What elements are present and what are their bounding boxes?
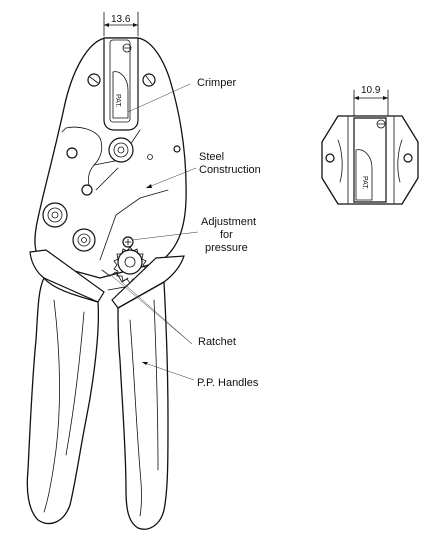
pivot-bolt-lower xyxy=(72,228,96,252)
left-handle xyxy=(26,277,100,525)
rivet-mid xyxy=(81,184,93,196)
right-handle xyxy=(117,281,169,530)
label-adjust-line2: for xyxy=(220,229,233,241)
crimping-tool: PAT. xyxy=(26,37,187,530)
label-steel-line1: Steel xyxy=(199,151,224,163)
rivet-right xyxy=(173,145,181,153)
leader-ratchet xyxy=(121,281,193,345)
pivot-bolt-upper xyxy=(108,137,134,163)
die-detail-outline xyxy=(321,115,419,205)
die-detail-view: PAT. xyxy=(321,115,419,205)
leader-handles xyxy=(141,361,195,381)
left-handle-groove xyxy=(43,299,61,513)
pivot-bolt-left xyxy=(42,202,68,228)
rivet-left xyxy=(66,147,78,159)
die-detail-profile xyxy=(355,149,373,201)
die-detail-screw xyxy=(376,119,386,129)
link-plate xyxy=(95,167,169,261)
head-screw-left xyxy=(87,73,101,87)
left-handle-groove-2 xyxy=(65,311,85,456)
rivet-small xyxy=(147,154,153,160)
adjustment-screw xyxy=(122,236,134,248)
die-detail-inner xyxy=(347,115,395,205)
leader-ratchet-2 xyxy=(111,275,193,345)
dimension-jaw-value: 13.6 xyxy=(111,14,131,25)
die-profile xyxy=(112,71,129,119)
leader-adjustment xyxy=(131,231,199,241)
die-inner-slot xyxy=(109,39,131,123)
crimp-die-block xyxy=(103,37,139,131)
die-detail-curve xyxy=(337,139,403,183)
leader-steel xyxy=(145,167,197,189)
die-detail-hole-right xyxy=(403,153,413,163)
leader-crimper xyxy=(127,83,191,113)
die-detail-jaw xyxy=(353,117,387,203)
label-steel-line2: Construction xyxy=(199,164,261,176)
left-handle-collar xyxy=(29,249,105,303)
dimension-die-width: 10.9 xyxy=(353,85,389,117)
right-handle-groove-2 xyxy=(153,299,159,471)
label-adjust-line1: Adjustment xyxy=(201,216,256,228)
die-screw xyxy=(122,43,132,53)
head-inner-line xyxy=(61,126,103,193)
right-handle-groove xyxy=(129,319,142,517)
die-marking-text: PAT. xyxy=(114,94,121,108)
label-ratchet: Ratchet xyxy=(198,336,236,348)
label-crimper: Crimper xyxy=(197,77,236,89)
die-detail-hole-left xyxy=(325,153,335,163)
label-adjust-line3: pressure xyxy=(205,242,248,254)
dimension-die-value: 10.9 xyxy=(361,85,381,96)
head-screw-right xyxy=(142,73,156,87)
die-detail-marking: PAT. xyxy=(361,176,368,190)
label-handles: P.P. Handles xyxy=(197,377,259,389)
dimension-jaw-width: 13.6 xyxy=(103,11,139,37)
